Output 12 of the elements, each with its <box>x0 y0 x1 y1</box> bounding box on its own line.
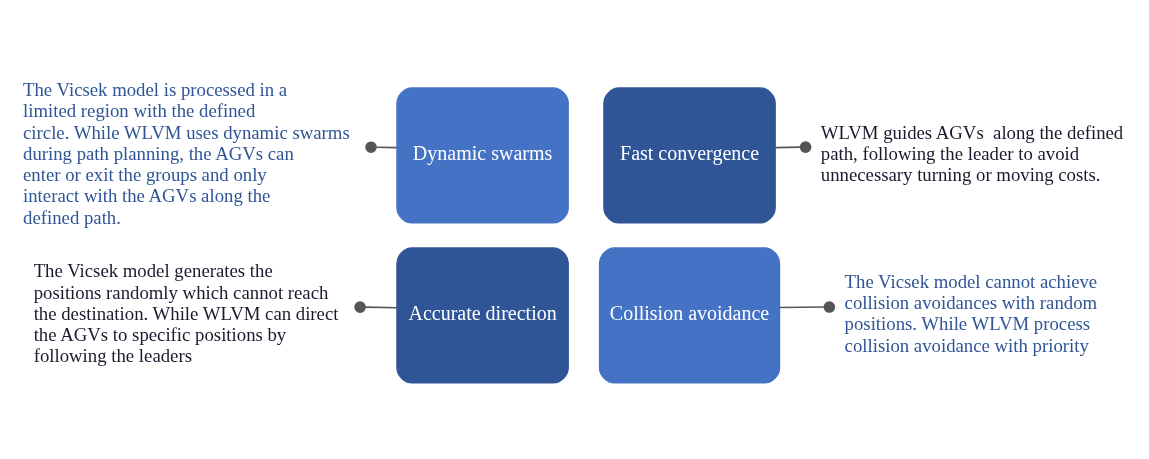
connector <box>774 141 812 153</box>
node-box: Accurate direction <box>396 247 569 384</box>
node-text: The Vicsek model is processed in a limited region with the defined circle. While WLVM uses dynamic swarms during path planning, the AGVs can enter or exit the groups and only interact with the AGVs along the defined path. <box>23 79 350 228</box>
connector <box>354 301 398 313</box>
node-box: Fast convergence <box>603 87 776 224</box>
node-box: Dynamic swarms <box>396 87 569 224</box>
connector <box>779 301 836 313</box>
node-text: The Vicsek model cannot achieve collision avoidances with random positions. While WLVM process collision avoidance with priority <box>844 270 1098 356</box>
node-box: Collision avoidance <box>598 247 781 384</box>
connector <box>365 141 398 153</box>
node-text: WLVM guides AGVs along the defined path, following the leader to avoid unnecessary turning or moving costs. <box>820 121 1124 186</box>
node-text: The Vicsek model generates the positions randomly which cannot reach the destination. While WLVM can direct the AGVs to specific positions by following the leaders <box>33 260 339 367</box>
